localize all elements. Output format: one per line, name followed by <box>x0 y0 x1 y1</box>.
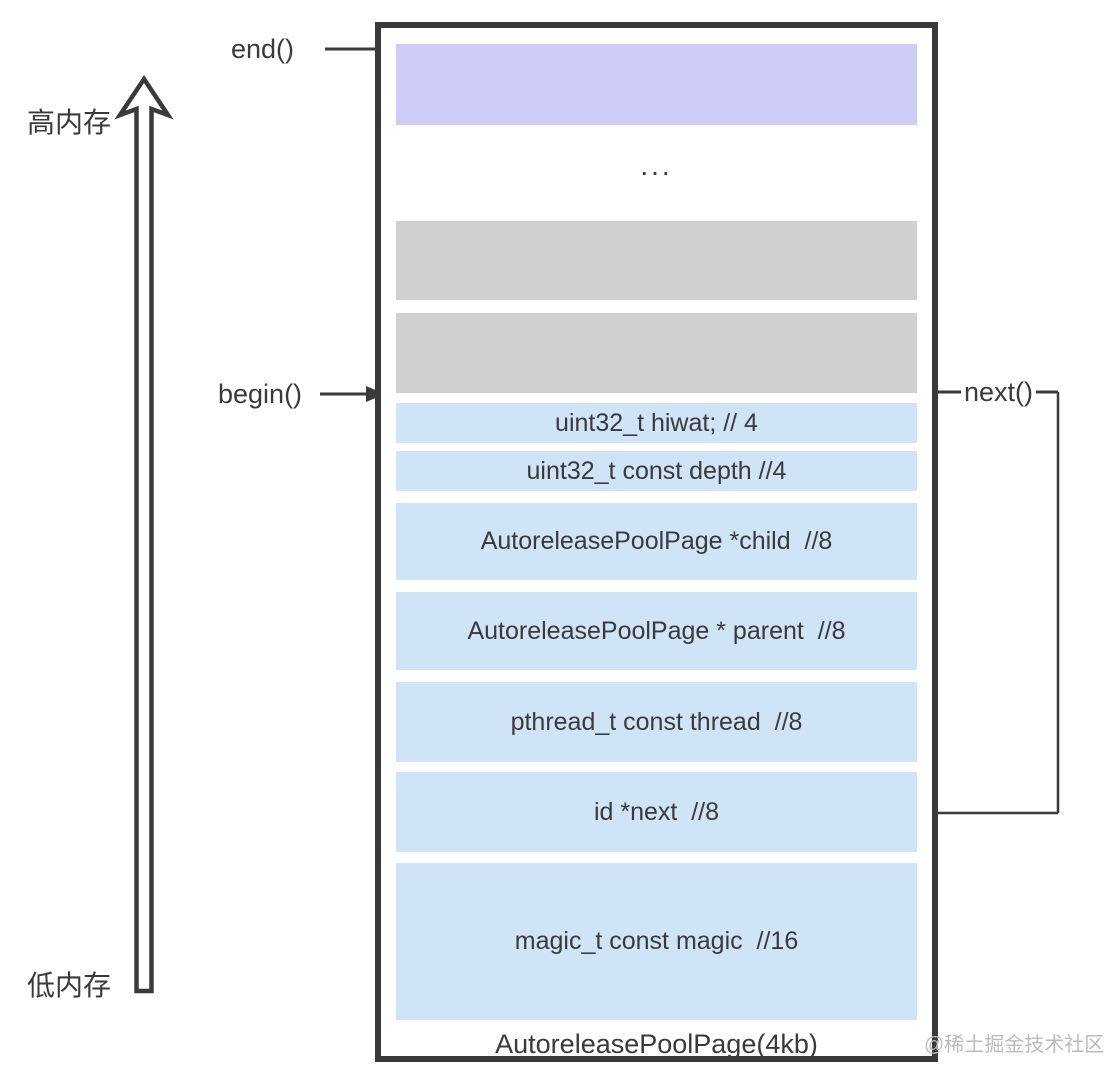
end-region-block <box>396 44 917 125</box>
begin-label: begin() <box>218 379 303 409</box>
field-parent: AutoreleasePoolPage * parent //8 <box>396 592 917 670</box>
end-label: end() <box>231 34 295 64</box>
high-memory-label: 高内存 <box>27 107 112 138</box>
watermark: @稀土掘金技术社区 <box>924 1034 1105 1056</box>
ellipsis: ... <box>640 150 673 181</box>
object-slot-block <box>396 221 917 300</box>
field-next: id *next //8 <box>396 772 917 852</box>
page-title: AutoreleasePoolPage(4kb) <box>495 1029 818 1059</box>
field-thread: pthread_t const thread //8 <box>396 682 917 762</box>
field-depth: uint32_t const depth //4 <box>396 451 917 491</box>
next-label: next() <box>961 376 1037 408</box>
low-memory-label: 低内存 <box>27 970 112 1001</box>
object-slot-block <box>396 313 917 393</box>
field-child: AutoreleasePoolPage *child //8 <box>396 503 917 580</box>
memory-direction-arrow <box>114 74 174 994</box>
field-magic: magic_t const magic //16 <box>396 863 917 1020</box>
field-hiwat: uint32_t hiwat; // 4 <box>396 403 917 443</box>
